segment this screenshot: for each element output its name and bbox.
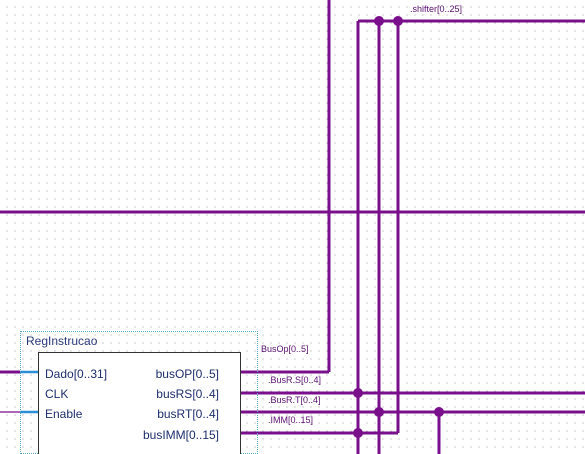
output-port-busop: busOP[0..5] xyxy=(155,367,219,381)
net-label-shifter: .shifter[0..25] xyxy=(410,4,463,14)
output-port-busrt: busRT[0..4] xyxy=(157,407,219,421)
junction-dot xyxy=(374,16,384,26)
net-label-busrs: .BusR.S[0..4] xyxy=(268,375,322,385)
junction-dot xyxy=(434,407,444,417)
net-label-busop: BusOp[0..5] xyxy=(261,344,309,354)
junction-dot xyxy=(353,388,363,398)
output-port-busimm: busIMM[0..15] xyxy=(142,428,219,442)
input-port-clk: CLK xyxy=(45,387,69,401)
junction-dot xyxy=(393,16,403,26)
input-port-dado: Dado[0..31] xyxy=(45,367,108,381)
block-title: RegInstrucao xyxy=(26,334,98,348)
net-label-busrt: .BusR.T[0..4] xyxy=(268,395,321,405)
input-port-enable: Enable xyxy=(45,407,83,421)
junction-dot xyxy=(353,428,363,438)
junction-dot xyxy=(374,407,384,417)
block-symbol-body[interactable] xyxy=(38,352,241,454)
output-port-busrs: busRS[0..4] xyxy=(156,387,219,401)
net-label-imm: .IMM[0..15] xyxy=(268,415,314,425)
